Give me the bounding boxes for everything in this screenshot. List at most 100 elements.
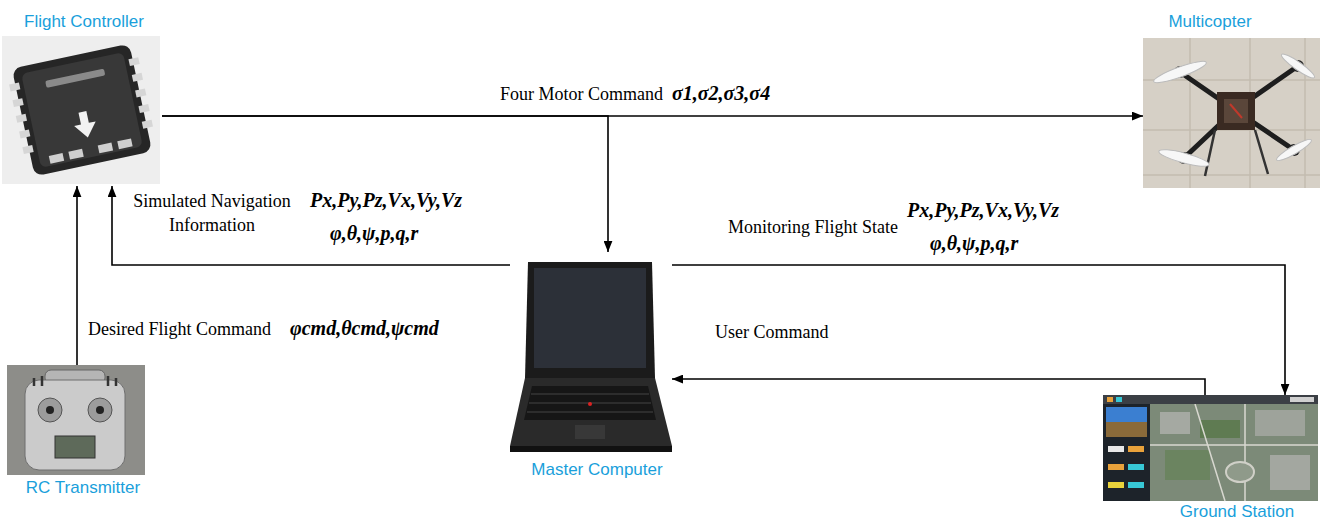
- multicopter-photo-part: [1143, 38, 1320, 188]
- device-caption: Ground Station: [1178, 502, 1296, 522]
- flight-controller-photo-part-part: [138, 104, 149, 113]
- signal-symbols: φcmd,θcmd,ψcmd: [288, 316, 441, 340]
- rc-transmitter-photo-part: [46, 406, 54, 414]
- ground-station-screenshot-part: [1290, 397, 1314, 402]
- flight-controller-photo-part-part: [12, 44, 152, 177]
- ground-station-screenshot-part: [1255, 410, 1305, 436]
- flight-controller-photo-part-part: [68, 149, 83, 160]
- signal-symbols: σ1,σ2,σ3,σ4: [670, 81, 772, 105]
- multicopter-photo: [1143, 38, 1320, 188]
- signal-label: Desired Flight Command: [86, 317, 273, 341]
- device-node: Multicopter: [1143, 10, 1320, 188]
- flight-controller-photo-part-part: [19, 129, 30, 138]
- ground-station-screenshot-part: [1103, 395, 1318, 501]
- flight-controller-photo-part: [6, 42, 158, 177]
- ground-station-screenshot-part: [1106, 422, 1147, 437]
- flight-controller-photo-part-part: [72, 110, 99, 140]
- ground-station-screenshot-part: [1103, 404, 1150, 501]
- laptop-photo-part: [525, 262, 655, 378]
- flight-controller-photo-part-part: [9, 83, 20, 92]
- ground-station-screenshot-part: [1108, 482, 1124, 488]
- laptop-photo-part: [534, 268, 646, 368]
- ground-station-screenshot-part: [1107, 397, 1113, 402]
- signal-label: User Command: [713, 320, 830, 344]
- signal-symbols: φ,θ,ψ,p,q,r: [328, 221, 420, 245]
- multicopter-photo-part: [1224, 99, 1248, 123]
- multicopter-photo-part: [1275, 137, 1314, 164]
- flight-controller-photo-part-part: [128, 57, 139, 66]
- ground-station-screenshot-part: [1128, 446, 1144, 452]
- flight-controller-photo-part-part: [132, 73, 143, 82]
- multicopter-photo-part: [1152, 58, 1208, 87]
- signal-arrow: [672, 265, 1285, 395]
- rc-transmitter-photo-part: [38, 398, 62, 422]
- multicopter-photo-part: [1230, 104, 1242, 118]
- multicopter-photo-part: [1217, 92, 1255, 130]
- signal-arrow: [112, 186, 510, 265]
- flight-controller-photo-part-part: [22, 145, 33, 154]
- laptop-photo-part: [510, 378, 672, 446]
- ground-station-screenshot-part: [1116, 397, 1122, 402]
- ground-station-screenshot-part: [1160, 412, 1190, 434]
- flight-controller-photo-part-part: [21, 52, 143, 168]
- ground-station-screenshot-part: [1150, 404, 1318, 501]
- laptop-photo: [510, 262, 672, 452]
- ground-station-screenshot-part: [1103, 395, 1318, 404]
- signal-label: Simulated Navigation Information: [122, 189, 302, 237]
- laptop-photo-part: [524, 386, 656, 420]
- rc-transmitter-photo-part: [34, 376, 116, 386]
- signal-arrow: [76, 186, 78, 365]
- signal-label: Four Motor Command: [498, 82, 665, 106]
- device-caption: Flight Controller: [22, 12, 146, 32]
- flight-controller-photo-part-part: [16, 114, 27, 123]
- signal-symbols: Px,Py,Pz,Vx,Vy,Vz: [905, 198, 1061, 222]
- multicopter-photo-part: [1143, 38, 1320, 188]
- flight-controller-photo-part-part: [45, 69, 105, 88]
- signal-symbols: φ,θ,ψ,p,q,r: [928, 231, 1020, 255]
- ground-station-screenshot-part: [1150, 404, 1318, 501]
- laptop-photo-part: [527, 394, 653, 412]
- rc-transmitter-photo-part: [96, 406, 104, 414]
- flight-controller-photo: [2, 36, 160, 184]
- rc-transmitter-photo-part: [55, 436, 95, 458]
- ground-station-screenshot-part: [1108, 446, 1124, 452]
- ground-station-screenshot-part: [1128, 482, 1144, 488]
- multicopter-photo-part: [1158, 146, 1211, 169]
- signal-arrow: [672, 379, 1205, 395]
- multicopter-photo-part: [1180, 66, 1298, 158]
- device-node: Master Computer: [510, 252, 672, 480]
- rc-transmitter-photo-part: [7, 365, 145, 475]
- ground-station-screenshot-part: [1226, 462, 1254, 482]
- rc-transmitter-photo-part: [88, 398, 112, 422]
- flight-controller-photo-part-part: [12, 98, 23, 107]
- flight-controller-photo-part: [2, 36, 160, 184]
- device-node: Flight Controller: [0, 10, 162, 186]
- flight-controller-photo-part-part: [117, 138, 132, 149]
- laptop-photo-part: [575, 425, 605, 439]
- ground-station-screenshot: [1103, 395, 1318, 501]
- ground-station-screenshot-part: [1128, 464, 1144, 470]
- rc-transmitter-photo: [7, 365, 145, 475]
- flight-controller-photo-part-part: [142, 120, 153, 129]
- laptop-photo-part: [588, 402, 592, 406]
- multicopter-photo-part: [1205, 130, 1268, 176]
- flight-controller-photo-part-part: [49, 153, 64, 164]
- signal-symbols: Px,Py,Pz,Vx,Vy,Vz: [308, 188, 464, 212]
- rc-transmitter-photo-part: [25, 380, 125, 470]
- device-node: RC Transmitter: [5, 365, 147, 498]
- device-caption: Multicopter: [1166, 12, 1253, 32]
- multicopter-photo-part: [1279, 51, 1316, 80]
- signal-label: Monitoring Flight State: [726, 215, 900, 239]
- ground-station-screenshot-part: [1200, 420, 1240, 438]
- flight-controller-photo-part-part: [98, 143, 113, 154]
- device-node: Ground Station: [1100, 395, 1320, 522]
- laptop-photo-part: [510, 446, 672, 452]
- ground-station-screenshot-part: [1106, 407, 1147, 422]
- ground-station-screenshot-part: [1108, 464, 1124, 470]
- ground-station-screenshot-part: [1165, 450, 1210, 480]
- ground-station-screenshot-part: [1270, 455, 1310, 490]
- device-caption: Master Computer: [529, 460, 664, 480]
